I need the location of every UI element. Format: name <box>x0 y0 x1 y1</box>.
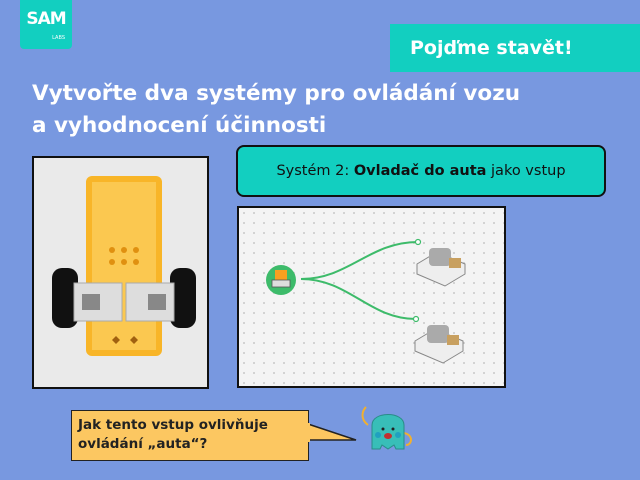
logo-text: SAM <box>26 9 66 29</box>
speech-bubble-tail <box>306 423 357 442</box>
motor-block-2-icon[interactable] <box>414 325 464 364</box>
wire-bottom <box>300 278 417 320</box>
mascot-monster-icon <box>361 406 412 450</box>
lets-build-badge: Pojďme stavět! <box>390 24 640 72</box>
car-photo <box>32 156 209 389</box>
question-line-2: ovládání „auta“? <box>78 436 208 452</box>
wire-top <box>300 241 419 280</box>
system-suffix: jako vstup <box>486 163 566 179</box>
question-line-1: Jak tento vstup ovlivňuje <box>78 417 268 433</box>
sam-labs-logo: SAM LABS <box>20 0 72 49</box>
motor-block-1-icon[interactable] <box>416 248 466 287</box>
question-speech-bubble: Jak tento vstup ovlivňuje ovládání „auta… <box>71 410 309 461</box>
system-label: Systém 2: Ovladač do auta jako vstup <box>236 145 606 197</box>
title-line-1: Vytvořte dva systémy pro ovládání vozu <box>32 81 521 106</box>
title-line-2: a vyhodnocení účinnosti <box>32 113 327 138</box>
system-diagram <box>237 206 506 388</box>
system-input-name: Ovladač do auta <box>353 163 487 179</box>
car-controller-block-icon[interactable] <box>266 265 296 295</box>
logo-subtext: LABS <box>52 35 65 41</box>
page-title: Vytvořte dva systémy pro ovládání vozu a… <box>32 78 520 142</box>
system-prefix: Systém 2: <box>276 163 354 179</box>
